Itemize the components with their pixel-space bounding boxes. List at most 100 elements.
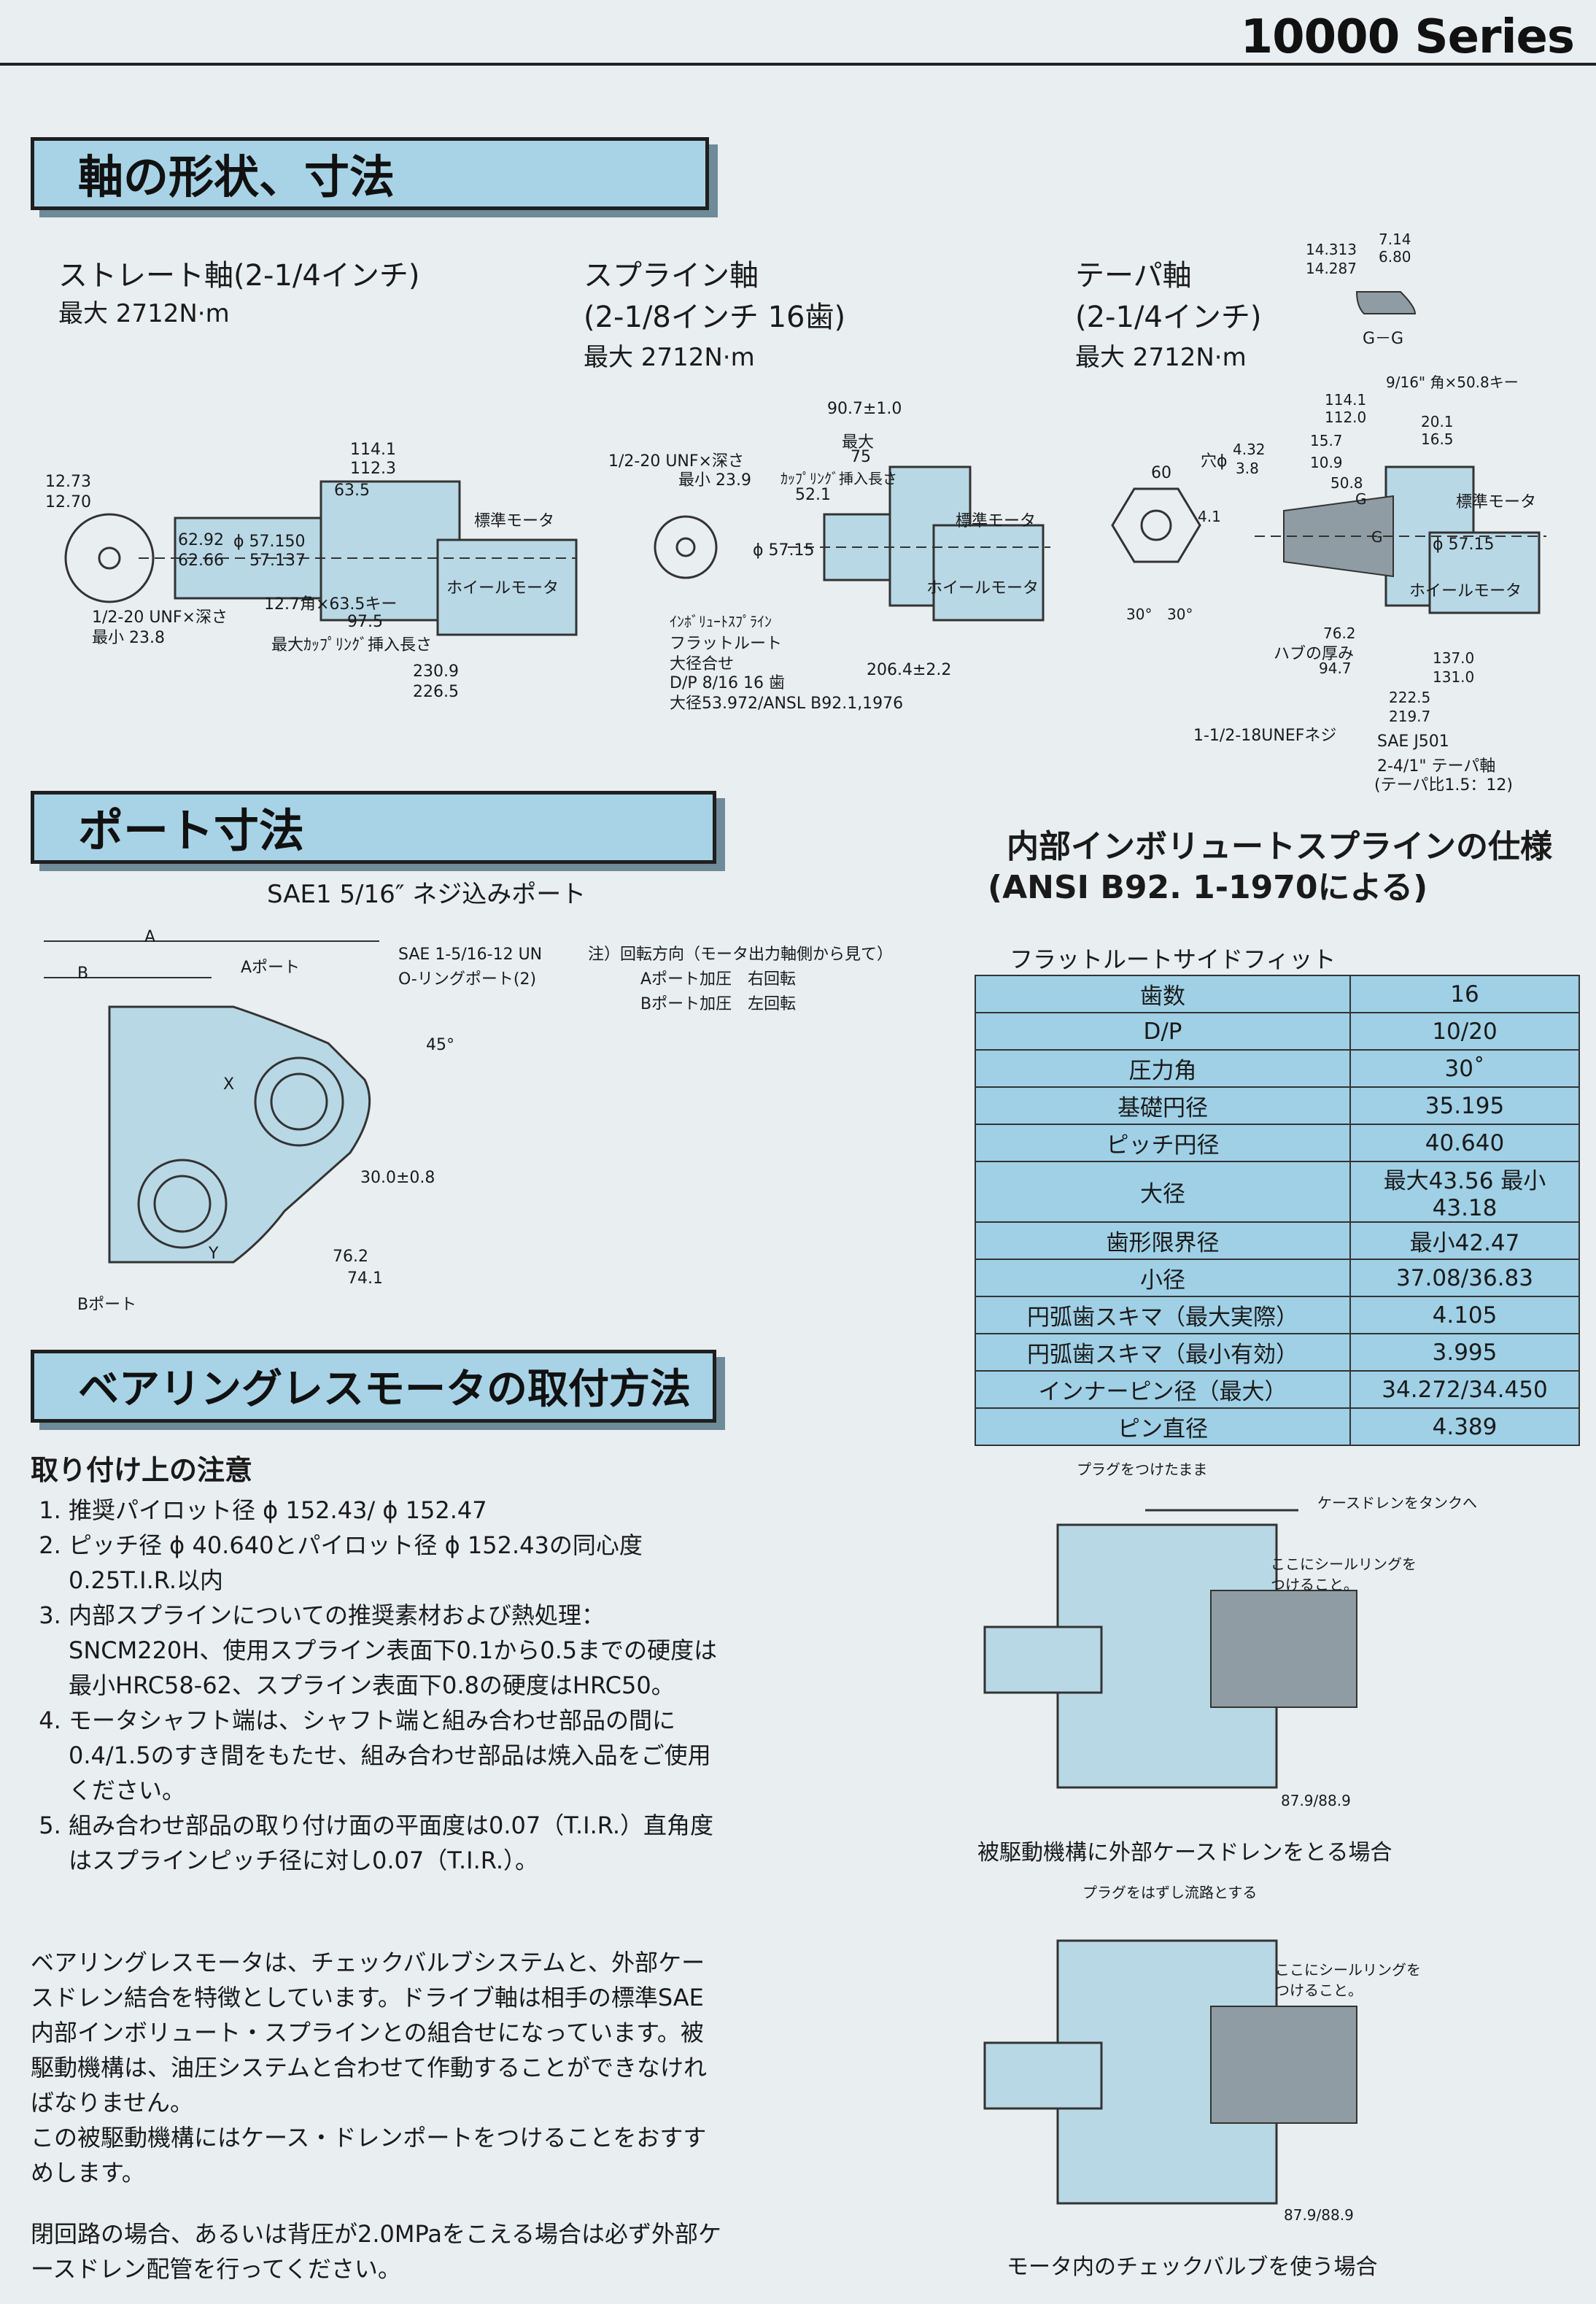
- spline-subtitle: (2-1/8インチ 16歯): [584, 301, 846, 334]
- dim-114-1: 114.1: [350, 441, 396, 459]
- spline-spec-subtitle: フラットルートサイドフィット: [1010, 946, 1336, 973]
- dim-52-1: 52.1: [795, 486, 831, 504]
- spec-value: 35.195: [1349, 1086, 1580, 1125]
- diag1-dim: 87.9/88.9: [1281, 1792, 1351, 1809]
- spline-label-wheel: ホイールモータ: [926, 579, 1039, 598]
- spline-note-4: D/P 8/16 16 歯: [670, 674, 785, 692]
- dim-phi-57-15: ϕ 57.15: [753, 541, 815, 560]
- dim-97-5: 97.5: [347, 613, 383, 631]
- shaft-end-circle: [64, 513, 155, 603]
- spec-key: 歯形限界径: [975, 1221, 1351, 1260]
- spline-wheel-motor: [932, 524, 1045, 622]
- sae-port-spec: SAE 1-5/16-12 UN: [398, 946, 543, 964]
- spline-title: スプライン軸: [584, 259, 759, 293]
- spec-value: 3.995: [1349, 1333, 1580, 1372]
- caution-item: 推奨パイロット径 ϕ 152.43/ ϕ 152.47: [69, 1493, 724, 1528]
- spline-note-2: フラットルート: [670, 635, 783, 653]
- sae-j501: SAE J501: [1377, 732, 1449, 751]
- taper-label-wheel: ホイールモータ: [1409, 582, 1522, 600]
- spec-value: 4.105: [1349, 1296, 1580, 1334]
- dim-206-4: 206.4±2.2: [867, 661, 952, 679]
- taper-wheel-motor: [1428, 531, 1541, 614]
- dim-12-73: 12.73: [45, 473, 91, 491]
- driven-shaft-2: [983, 2041, 1103, 2110]
- hub-thickness: ハブの厚み: [1274, 645, 1355, 663]
- motor-gear-2: [1210, 2006, 1357, 2124]
- caution-list: 推奨パイロット径 ϕ 152.43/ ϕ 152.47ピッチ径 ϕ 40.640…: [31, 1493, 724, 1878]
- series-title: 10000 Series: [1240, 10, 1575, 64]
- mount-banner: ベアリングレスモータの取付方法: [31, 1350, 716, 1423]
- spline-spec-standard: (ANSI B92. 1-1970による): [988, 869, 1428, 906]
- spline-spec-title: 内部インボリュートスプラインの仕様: [1007, 828, 1552, 865]
- dim-7-14: 7.14: [1379, 231, 1411, 248]
- dim-unf: 1/2-20 UNF×深さ: [608, 452, 744, 471]
- dim-62-66: 62.66: [178, 552, 224, 570]
- dim-3-8: 3.8: [1236, 460, 1259, 477]
- dim-key-9-16: 9/16" 角×50.8キー: [1386, 374, 1519, 391]
- dim-226-5: 226.5: [413, 683, 459, 701]
- dim-coupling: 最大ｶｯﾌﾟﾘﾝｸﾞ挿入長さ: [271, 636, 433, 654]
- spec-key: 円弧歯スキマ（最小有効）: [975, 1333, 1351, 1372]
- straight-torque: 最大 2712N·m: [58, 299, 230, 328]
- dim-63-5: 63.5: [334, 482, 370, 500]
- spec-key: ピッチ円径: [975, 1124, 1351, 1162]
- angle-30-b: 30°: [1167, 606, 1193, 623]
- diag1-caption: 被駆動機構に外部ケースドレンをとる場合: [977, 1840, 1392, 1866]
- dim-60: 60: [1151, 464, 1171, 482]
- spec-row: 円弧歯スキマ（最大実際）4.105: [975, 1296, 1580, 1334]
- dim-14-287: 14.287: [1306, 260, 1357, 277]
- shaft-banner: 軸の形状、寸法: [31, 137, 709, 210]
- spec-value: 4.389: [1349, 1407, 1580, 1446]
- section-mark-g2: G: [1371, 528, 1383, 546]
- spec-value: 10/20: [1349, 1012, 1580, 1051]
- label-b-port: Bポート: [77, 1296, 137, 1314]
- taper-title: テーパ軸: [1075, 259, 1192, 293]
- spec-value: 37.08/36.83: [1349, 1259, 1580, 1297]
- spline-torque: 最大 2712N·m: [584, 343, 755, 372]
- caution-item: 組み合わせ部品の取り付け面の平面度は0.07（T.I.R.）直角度はスプラインピ…: [69, 1808, 724, 1878]
- standard-motor-body: [319, 480, 461, 622]
- rotation-note-title: 注）回転方向（モータ出力軸側から見て）: [588, 946, 894, 964]
- dim-222-5: 222.5: [1389, 689, 1431, 706]
- dim-114-1-t: 114.1: [1325, 391, 1367, 409]
- spec-value: 30˚: [1349, 1049, 1580, 1088]
- dim-14-313: 14.313: [1306, 241, 1357, 258]
- mount-diagram-1: [983, 1509, 1357, 1789]
- driven-shaft-1: [983, 1625, 1103, 1694]
- taper-shaft-drawing: [1111, 291, 1546, 614]
- mount-diagram-2: [983, 1939, 1357, 2205]
- dim-62-92: 62.92: [178, 531, 224, 549]
- dim-min-23-9: 最小 23.9: [678, 471, 751, 490]
- caution-item: 内部スプラインについての推奨素材および熱処理：SNCM220H、使用スプライン表…: [69, 1598, 724, 1703]
- spec-value: 34.272/34.450: [1349, 1370, 1580, 1409]
- dim-min-23-8: 最小 23.8: [92, 629, 165, 647]
- spec-key: 円弧歯スキマ（最大実際）: [975, 1296, 1351, 1334]
- port-banner: ポート寸法: [31, 791, 716, 864]
- dim-94-7: 94.7: [1319, 660, 1352, 677]
- dim-137-0: 137.0: [1433, 649, 1475, 667]
- taper-label-standard: 標準モータ: [1456, 493, 1537, 511]
- motor-gear-1: [1210, 1590, 1357, 1708]
- caution-item: ピッチ径 ϕ 40.640とパイロット径 ϕ 152.43の同心度 0.25T.…: [69, 1528, 724, 1598]
- port-body: [108, 1005, 371, 1264]
- dim-15-7: 15.7: [1310, 432, 1343, 449]
- mount-para-1: ベアリングレスモータは、チェックバルブシステムと、外部ケースドレン結合を特徴とし…: [31, 1949, 708, 2116]
- dim-90-7: 90.7±1.0: [827, 400, 902, 418]
- spline-shaft-drawing: [654, 465, 1050, 622]
- dim-12-70: 12.70: [45, 493, 91, 511]
- mount-para-2: この被駆動機構にはケース・ドレンポートをつけることをおすすめします。: [31, 2124, 707, 2187]
- diag1-seal-2: つけること。: [1271, 1576, 1358, 1593]
- spec-key: ピン直径: [975, 1407, 1351, 1446]
- spec-key: 小径: [975, 1259, 1351, 1297]
- spec-value: 最大43.56 最小43.18: [1349, 1161, 1580, 1223]
- port-drawing: [44, 940, 379, 1264]
- diag1-drain: ケースドレンをタンクへ: [1317, 1494, 1477, 1512]
- spline-label-standard: 標準モータ: [956, 512, 1037, 530]
- taper-shaft-note: 2-4/1" テーパ軸: [1377, 757, 1496, 776]
- spec-value: 40.640: [1349, 1124, 1580, 1162]
